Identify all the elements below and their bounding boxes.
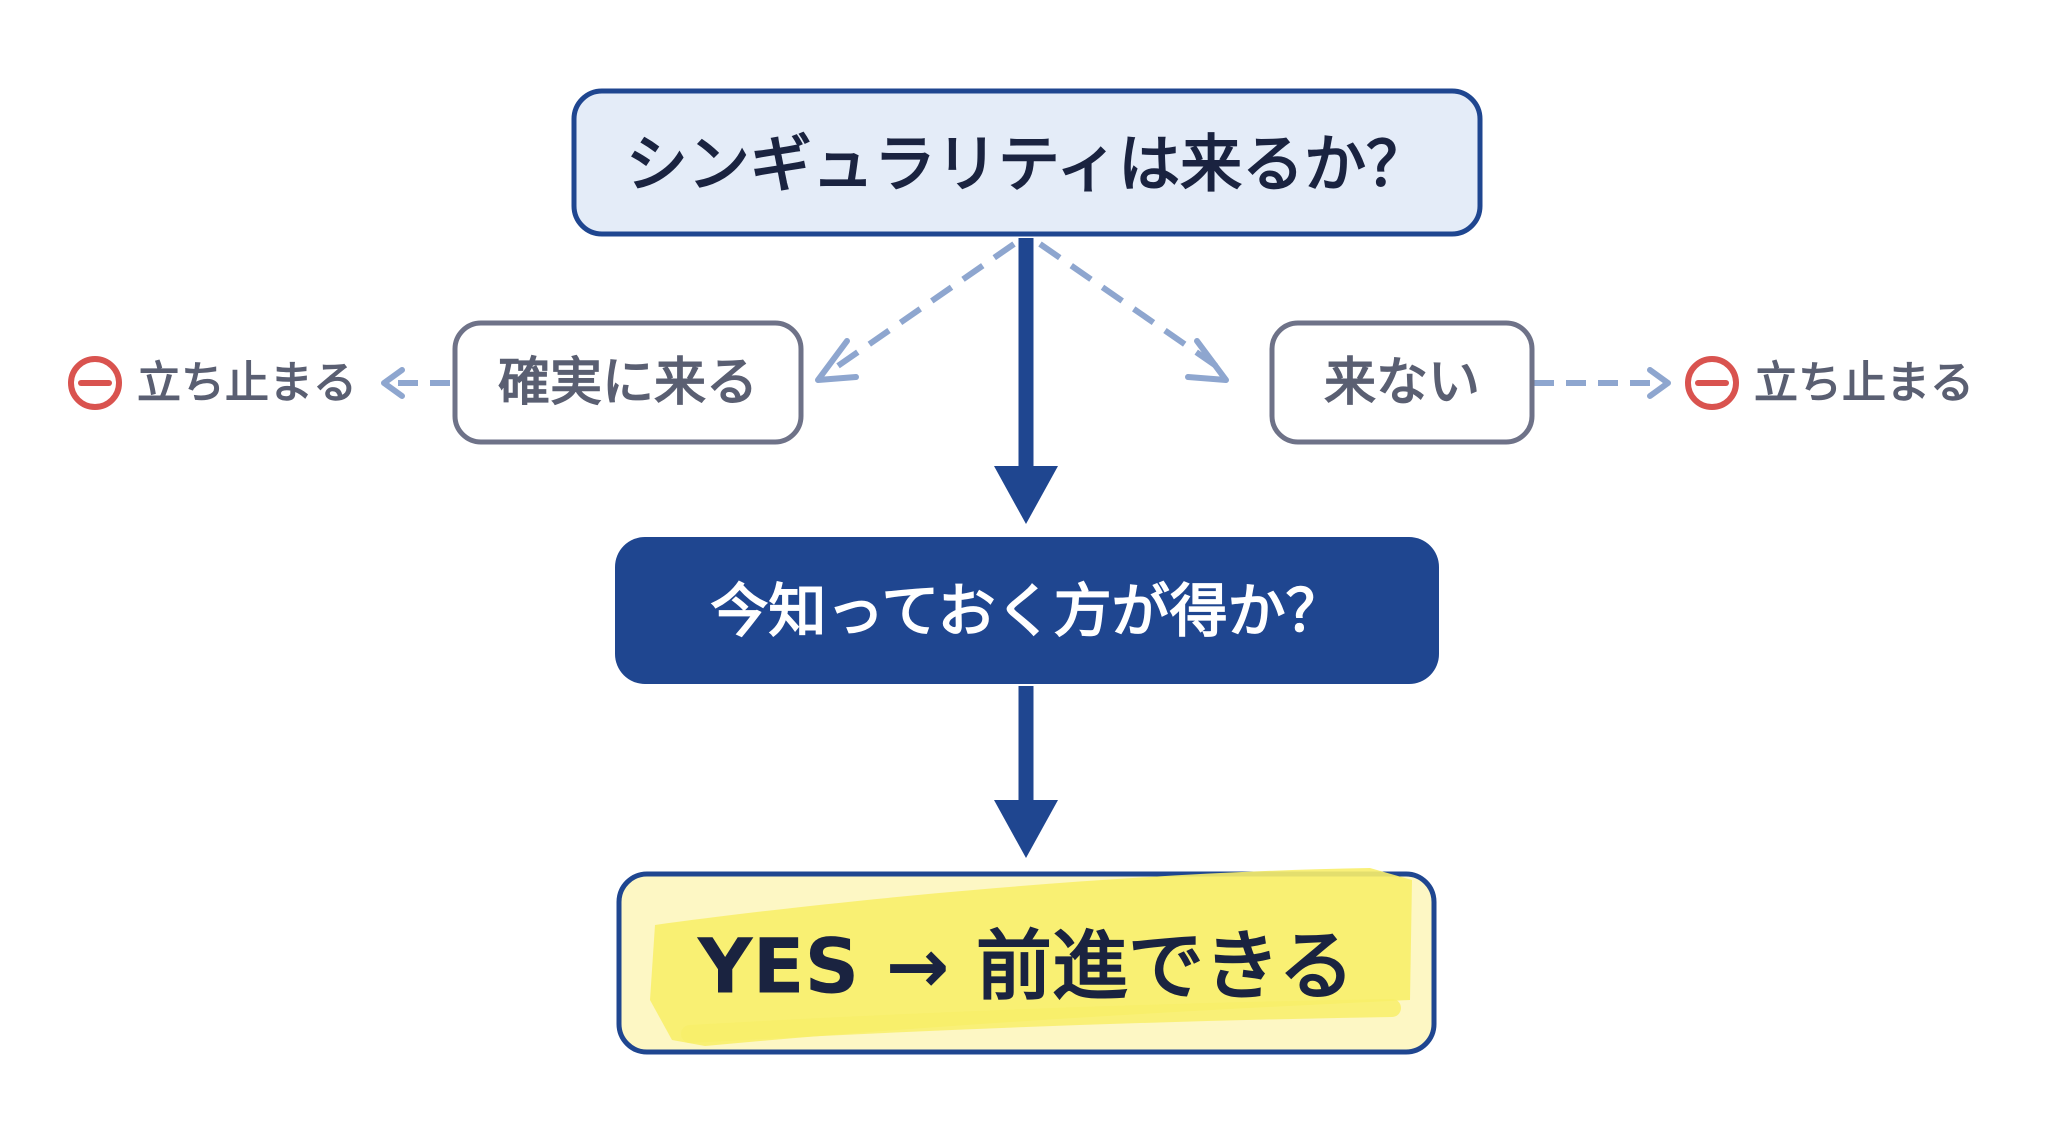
- stop-right-label: 立ち止まる: [1754, 358, 1974, 409]
- arrow-benefit-to-result: [994, 686, 1058, 858]
- node-not-coming: 来ない: [1269, 320, 1535, 445]
- stop-right: 立ち止まる: [1685, 356, 1974, 410]
- node-benefit-label: 今知っておく方が得か？: [710, 577, 1343, 645]
- stop-icon: [1685, 356, 1739, 410]
- node-benefit: 今知っておく方が得か？: [615, 537, 1439, 684]
- highlight-mark: [650, 868, 1412, 1046]
- arrow-question-to-benefit: [994, 238, 1058, 524]
- node-certain-label: 確実に来る: [498, 353, 758, 413]
- stop-left: 立ち止まる: [68, 356, 357, 410]
- node-certain: 確実に来る: [452, 320, 804, 445]
- node-result: YES → 前進できる: [616, 868, 1437, 1055]
- dashed-arrow-to-certain: [815, 241, 1016, 383]
- node-result-label: YES → 前進できる: [697, 922, 1355, 1011]
- dashed-arrow-to-right-stop: [1534, 367, 1671, 399]
- stop-left-label: 立ち止まる: [137, 358, 357, 409]
- dashed-arrow-to-left-stop: [381, 367, 450, 399]
- dashed-arrow-to-not-coming: [1038, 241, 1229, 383]
- node-question-label: シンギュラリティは来るか？: [626, 128, 1428, 201]
- node-question: シンギュラリティは来るか？: [571, 88, 1483, 237]
- stop-icon: [68, 356, 122, 410]
- node-not-coming-label: 来ない: [1324, 353, 1480, 413]
